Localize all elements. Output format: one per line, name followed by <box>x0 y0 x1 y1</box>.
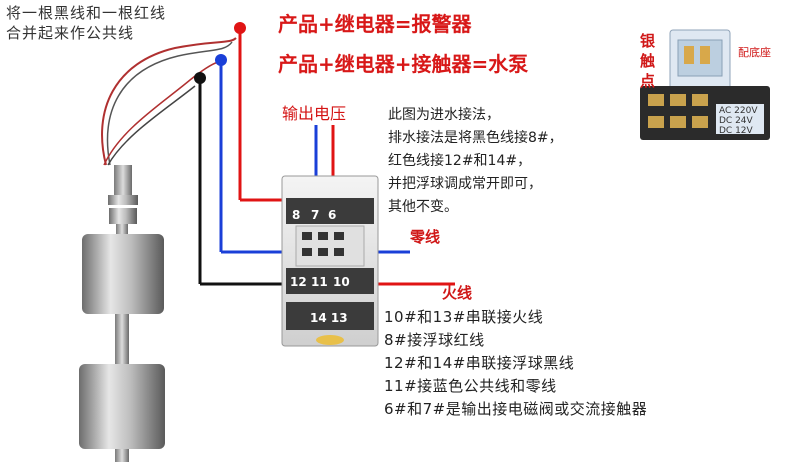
description-line-4: 并把浮球调成常开即可， <box>388 176 542 192</box>
relay-char-2: 触 <box>640 52 656 70</box>
pin-10: 10 <box>333 275 350 289</box>
pin-14-13: 14 13 <box>310 311 348 325</box>
live-label: 火线 <box>442 284 473 302</box>
top-note-line-2: 合并起来作公共线 <box>6 24 135 42</box>
description-line-3: 红色线接12#和14#， <box>388 153 532 169</box>
neutral-label: 零线 <box>410 228 441 246</box>
description-line-1: 此图为进水接法， <box>388 107 500 123</box>
legend-line-3: 12#和14#串联接浮球黑线 <box>384 354 575 372</box>
socket-label: 配底座 <box>738 46 771 59</box>
legend-line-2: 8#接浮球红线 <box>384 331 485 349</box>
relay-pin-label-2: DC 24V <box>719 116 753 126</box>
legend-line-4: 11#接蓝色公共线和零线 <box>384 377 557 395</box>
description-line-5: 其他不变。 <box>388 199 458 215</box>
float-switch <box>79 165 165 462</box>
legend-line-1: 10#和13#串联接火线 <box>384 308 544 326</box>
output-voltage-label: 输出电压 <box>282 104 347 123</box>
pin-12: 12 <box>290 275 307 289</box>
relay-char-1: 银 <box>640 32 656 50</box>
pin-6: 6 <box>328 208 337 222</box>
relay-pin-label-1: AC 220V <box>719 106 758 116</box>
pin-7: 7 <box>311 208 320 222</box>
headline-pump: 产品+继电器+接触器=水泵 <box>278 52 529 76</box>
relay-socket <box>281 175 379 347</box>
pin-8: 8 <box>292 208 301 222</box>
pin-11: 11 <box>311 275 328 289</box>
headline-alarm: 产品+继电器=报警器 <box>278 12 472 36</box>
relay-pin-label-3: DC 12V <box>719 126 753 136</box>
float-cable <box>101 37 237 166</box>
description-line-2: 排水接法是将黑色线接8#， <box>388 130 563 146</box>
relay-product-image <box>640 29 770 140</box>
legend-line-5: 6#和7#是输出接电磁阀或交流接触器 <box>384 400 648 418</box>
relay-char-3: 点 <box>640 72 656 90</box>
top-note-line-1: 将一根黑线和一根红线 <box>6 4 167 22</box>
